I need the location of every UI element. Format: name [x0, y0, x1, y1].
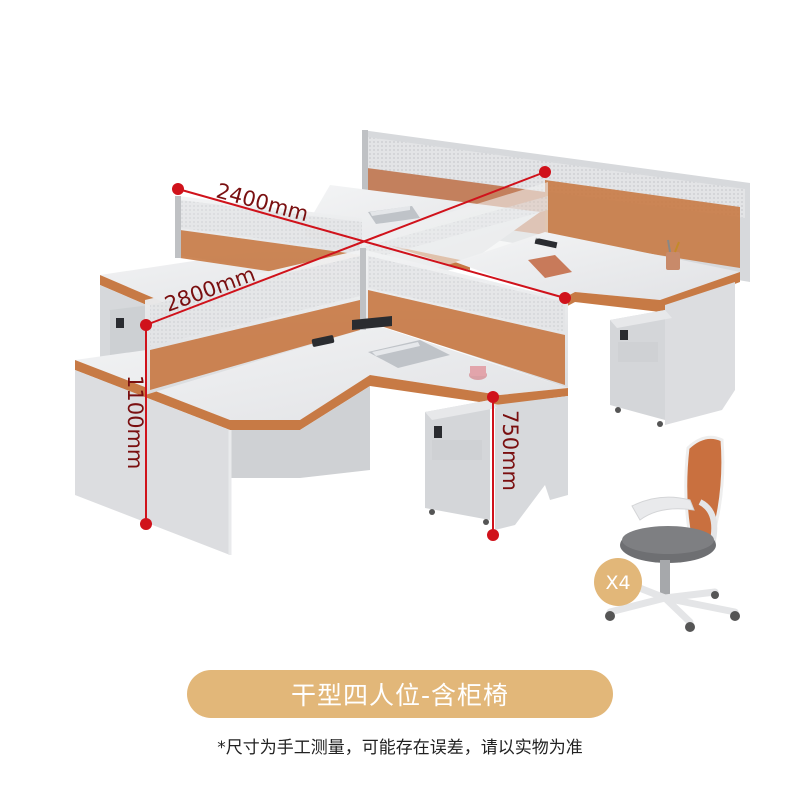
- back-right-desk: [455, 232, 740, 425]
- power-outlet-icon: [352, 316, 392, 330]
- partition-height-label: 1100mm: [123, 375, 147, 469]
- front-partition: [145, 248, 568, 395]
- desk-height-label: 750mm: [498, 410, 522, 491]
- measurement-disclaimer: *尺寸为手工测量，可能存在误差，请以实物为准: [217, 738, 583, 758]
- chair-quantity-badge: X4: [594, 558, 642, 606]
- product-title: 干型四人位-含柜椅: [290, 681, 510, 710]
- dimension-partition-height: 1100mm: [123, 325, 152, 530]
- notebook-icon: [528, 255, 572, 278]
- laptop-icon: [368, 206, 420, 224]
- office-chair: [605, 435, 740, 632]
- front-pedestal: [425, 400, 497, 525]
- laptop-icon: [368, 340, 450, 368]
- chair-quantity-text: X4: [605, 572, 630, 594]
- back-right-pedestal: [610, 310, 672, 427]
- pen-holder-icon: [666, 239, 680, 270]
- product-title-pill: 干型四人位-含柜椅: [187, 670, 613, 718]
- phone-icon: [311, 335, 335, 347]
- dimension-desk-height: 750mm: [487, 391, 522, 541]
- mug-icon: [469, 366, 487, 380]
